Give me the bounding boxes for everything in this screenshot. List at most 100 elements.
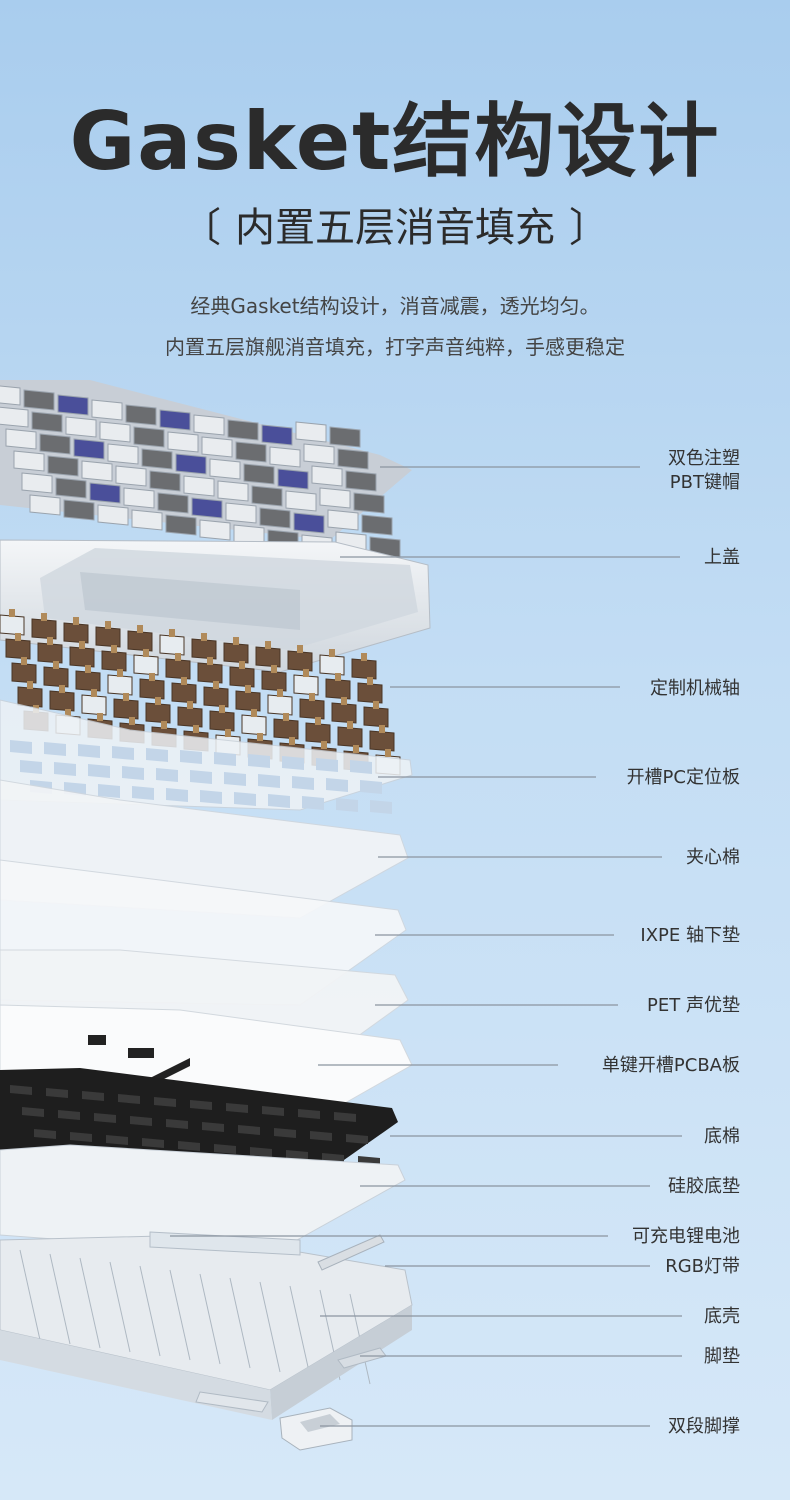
- switch: [43, 666, 69, 688]
- foam-slot: [202, 1122, 224, 1132]
- switch-stem: [123, 693, 129, 701]
- keycap: [81, 460, 113, 482]
- switch: [223, 642, 249, 664]
- switch: [261, 670, 287, 692]
- plate-hole: [146, 748, 168, 762]
- switch-stem: [193, 725, 199, 733]
- keycap: [0, 385, 21, 406]
- plate-hole: [224, 772, 246, 786]
- keycap: [329, 426, 361, 448]
- label-switches: 定制机械轴: [650, 678, 740, 699]
- switch-stem: [111, 645, 117, 653]
- switch-stem: [283, 713, 289, 721]
- switch-stem: [187, 701, 193, 709]
- keycap: [133, 426, 165, 448]
- bracket-right: 〕: [569, 205, 609, 251]
- label-ixpe: IXPE 轴下垫: [640, 925, 740, 946]
- switch-stem: [315, 717, 321, 725]
- label-sandwich-foam: 夹心棉: [686, 847, 740, 868]
- switch: [191, 638, 217, 660]
- switch-stem: [361, 653, 367, 661]
- foam-slot: [118, 1094, 140, 1104]
- keycap: [149, 470, 181, 492]
- switch: [171, 682, 197, 704]
- switch-stem: [353, 745, 359, 753]
- switch-stem: [271, 665, 277, 673]
- switch-stem: [347, 721, 353, 729]
- foam-slot: [106, 1135, 128, 1145]
- plate-hole: [180, 750, 202, 764]
- label-top-case: 上盖: [704, 547, 740, 568]
- switch-stem: [169, 629, 175, 637]
- switch-stem: [53, 661, 59, 669]
- bracket-left: 〔: [181, 205, 221, 251]
- keycap: [125, 404, 157, 426]
- description-line-2: 内置五层旗舰消音填充，打字声音纯粹，手感更稳定: [165, 335, 625, 359]
- plate-hole: [98, 784, 120, 798]
- switch-stem: [41, 613, 47, 621]
- switch: [127, 630, 153, 652]
- switch: [293, 674, 319, 696]
- leader-lines: [170, 466, 682, 1427]
- keycap: [99, 421, 131, 443]
- plate-hole: [166, 788, 188, 802]
- keycap: [29, 494, 61, 516]
- keycap: [167, 431, 199, 453]
- case-rib: [199, 1273, 221, 1365]
- switch-stem: [213, 681, 219, 689]
- switch-stem: [233, 637, 239, 645]
- description-line-1: 经典Gasket结构设计，消音减震，透光均匀。: [190, 294, 600, 318]
- plate-hole: [132, 786, 154, 800]
- keycap: [217, 480, 249, 502]
- switch: [363, 706, 389, 728]
- keycap: [183, 475, 215, 497]
- keycap: [65, 416, 97, 438]
- switch: [107, 674, 133, 696]
- keycap: [21, 472, 53, 494]
- foam-slot: [178, 1141, 200, 1151]
- bottom-case-layer: [0, 1234, 413, 1420]
- switch: [305, 722, 331, 744]
- switch-stem: [175, 653, 181, 661]
- switch-stem: [379, 725, 385, 733]
- label-pcba: 单键开槽PCBA板: [601, 1055, 740, 1076]
- switch: [95, 626, 121, 648]
- silicone-layer: [0, 1144, 406, 1256]
- plate-hole: [200, 790, 222, 804]
- switch-stem: [117, 669, 123, 677]
- foam-slot: [310, 1131, 332, 1141]
- keycap: [97, 504, 129, 526]
- switch-stem: [297, 645, 303, 653]
- keycap: [131, 509, 163, 531]
- switch-stem: [59, 685, 65, 693]
- switch-stem: [257, 733, 263, 741]
- keycap: [13, 450, 45, 472]
- label-battery: 可充电锂电池: [632, 1226, 740, 1247]
- switch-stem: [79, 641, 85, 649]
- label-bottom-foam: 底棉: [704, 1126, 740, 1147]
- switch-stem: [143, 649, 149, 657]
- switch: [145, 702, 171, 724]
- keycap: [353, 492, 385, 514]
- switch-stem: [155, 697, 161, 705]
- switch: [63, 622, 89, 644]
- plate-hole: [156, 768, 178, 782]
- rgb-strip-part: [317, 1234, 385, 1271]
- foam-slot: [70, 1132, 92, 1142]
- switch: [255, 646, 281, 668]
- switch: [17, 686, 43, 708]
- keycap: [345, 470, 377, 492]
- switch-stem: [91, 689, 97, 697]
- switch: [241, 714, 267, 736]
- switch: [273, 718, 299, 740]
- switch: [351, 658, 377, 680]
- foam-slot: [154, 1097, 176, 1107]
- label-keycaps: 双色注塑 PBT键帽: [668, 448, 740, 493]
- case-rib: [139, 1265, 161, 1357]
- keycap: [227, 419, 259, 441]
- keycap: [209, 458, 241, 480]
- foam-slot: [34, 1129, 56, 1139]
- label-rgb: RGB灯带: [665, 1256, 740, 1277]
- keycap: [115, 465, 147, 487]
- switch: [101, 650, 127, 672]
